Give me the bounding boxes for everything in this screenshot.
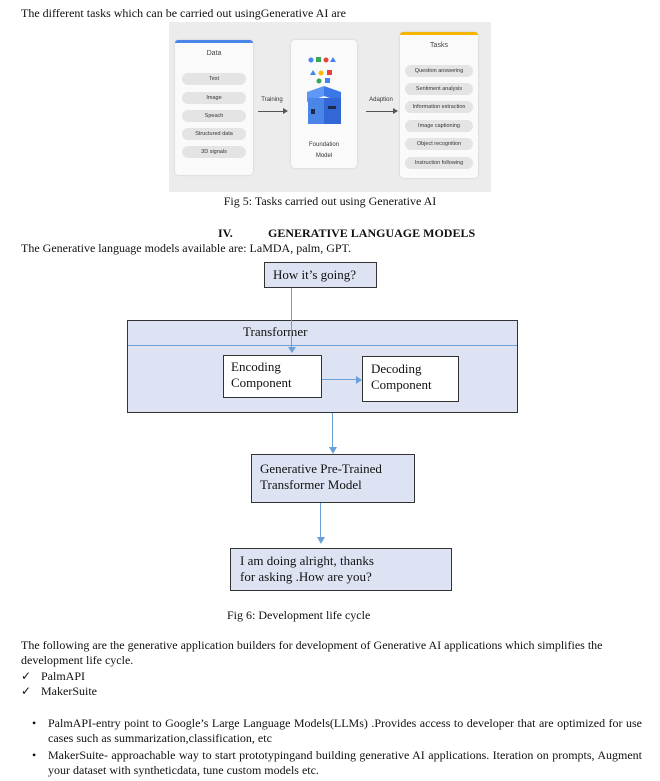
tasks-panel-accent (400, 32, 478, 35)
check-icon: ✓ (21, 669, 32, 683)
gpt-model-box: Generative Pre-Trained Transformer Model (251, 454, 415, 503)
transformer-label: Transformer (243, 324, 308, 339)
output-box: I am doing alright, thanks for asking .H… (230, 548, 452, 591)
decoding-component-box: Decoding Component (362, 356, 459, 402)
bullet-icon: • (32, 716, 37, 730)
foundation-model-label-line2: Model (315, 153, 333, 159)
tasks-panel-title: Tasks (430, 42, 448, 49)
foundation-model-panel: Foundation Model (291, 40, 357, 168)
encoding-label-line1: Encoding (231, 359, 281, 374)
figure-5-caption: Fig 5: Tasks carried out using Generativ… (223, 194, 437, 208)
bullet-list: • PalmAPI-entry point to Google’s Large … (32, 716, 642, 778)
decoding-label-line1: Decoding (371, 361, 422, 376)
foundation-model-label-line1: Foundation (308, 142, 340, 148)
models-text: The Generative language models available… (21, 241, 351, 255)
builders-check-list: ✓ PalmAPI ✓ MakerSuite (21, 669, 97, 699)
arrow-encoding-to-decoding (322, 379, 356, 380)
check-list-item: ✓ MakerSuite (21, 684, 97, 699)
task-item: Image captioning (405, 120, 473, 132)
arrowhead-gpt-to-output (317, 537, 325, 544)
input-box: How it’s going? (264, 262, 377, 288)
adaption-arrowhead (393, 108, 398, 114)
training-arrow (258, 111, 284, 112)
builders-paragraph: The following are the generative applica… (21, 638, 603, 667)
task-item: Instruction following (405, 157, 473, 169)
tasks-panel: Tasks Question answering Sentiment analy… (400, 32, 478, 178)
check-item-label: PalmAPI (41, 669, 86, 683)
data-panel-accent (175, 40, 253, 43)
data-item: Speach (182, 110, 246, 122)
check-list-item: ✓ PalmAPI (21, 669, 97, 684)
bullet-item-palmapi: • PalmAPI-entry point to Google’s Large … (32, 716, 642, 746)
gpt-label-line1: Generative Pre-Trained (260, 461, 382, 476)
bullet-text: PalmAPI-entry point to Google’s Large La… (48, 716, 642, 745)
data-item: 3D signals (182, 146, 246, 158)
arrow-input-to-encoding (291, 288, 292, 348)
figure-5-tasks-diagram: Data Text Image Speach Structured data 3… (169, 22, 491, 192)
bullet-item-makersuite: • MakerSuite- approachable way to start … (32, 748, 642, 778)
data-item: Text (182, 73, 246, 85)
section-number: IV. (218, 226, 233, 240)
transformer-box: Transformer (127, 320, 518, 413)
output-line2: for asking .How are you? (240, 569, 372, 584)
bullet-icon: • (32, 748, 37, 762)
transformer-divider (128, 345, 517, 346)
training-label: Training (261, 97, 283, 103)
data-panel-title: Data (206, 50, 222, 57)
check-icon: ✓ (21, 684, 32, 698)
encoding-label-line2: Component (231, 375, 292, 390)
data-item: Image (182, 92, 246, 104)
training-arrowhead (283, 108, 288, 114)
arrowhead-encoding-to-decoding (356, 376, 362, 384)
encoding-component-box: Encoding Component (223, 355, 322, 398)
adaption-label: Adaption (369, 97, 393, 103)
data-item: Structured data (182, 128, 246, 140)
check-item-label: MakerSuite (41, 684, 97, 698)
input-text: How it’s going? (273, 267, 357, 282)
foundation-model-box-icon (307, 57, 341, 124)
bullet-text: MakerSuite- approachable way to start pr… (48, 748, 642, 777)
task-item: Information extraction (405, 101, 473, 113)
section-title: GENERATIVE LANGUAGE MODELS (268, 226, 476, 240)
figure-6-caption: Fig 6: Development life cycle (227, 608, 371, 622)
intro-text: The different tasks which can be carried… (21, 6, 346, 20)
arrow-transformer-to-gpt (332, 413, 333, 448)
output-line1: I am doing alright, thanks (240, 553, 374, 568)
decoding-label-line2: Component (371, 377, 432, 392)
task-item: Object recognition (405, 138, 473, 150)
task-item: Question answering (405, 65, 473, 77)
task-item: Sentiment analysis (405, 83, 473, 95)
arrowhead-transformer-to-gpt (329, 447, 337, 454)
arrowhead-input-to-encoding (288, 347, 296, 353)
arrow-gpt-to-output (320, 503, 321, 538)
gpt-label-line2: Transformer Model (260, 477, 362, 492)
data-panel: Data Text Image Speach Structured data 3… (175, 40, 253, 175)
adaption-arrow (366, 111, 394, 112)
